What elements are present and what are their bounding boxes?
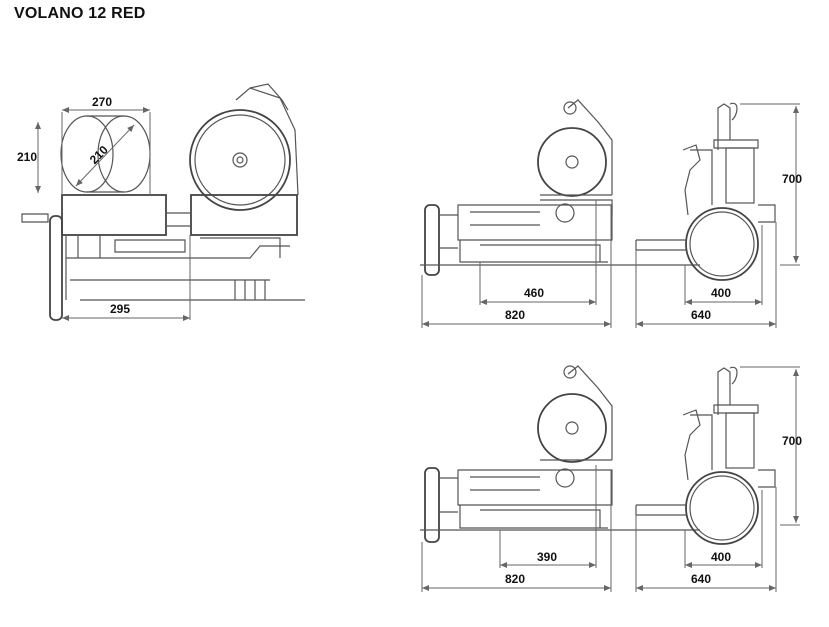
dim-front-b-700: 700: [782, 434, 802, 448]
carriage-block-left: [61, 194, 167, 236]
dim-product-depth: 295: [110, 302, 130, 316]
dim-front-a-640: 640: [691, 308, 711, 322]
dim-front-b-400: 400: [711, 550, 731, 564]
side-a-body: [424, 199, 613, 276]
dim-side-b-390: 390: [537, 550, 557, 564]
side-view-a: 460 820: [420, 99, 700, 328]
slicer-base: [65, 235, 305, 320]
dim-side-a-460: 460: [524, 286, 544, 300]
dim-product-diagonal: 210: [87, 143, 111, 167]
front-b-tower: [682, 366, 776, 488]
side-b-blade: [537, 365, 613, 463]
front-view-a: 400 640 700: [635, 102, 802, 328]
front-view-b: 400 640 700: [635, 366, 802, 592]
dim-front-a-700: 700: [782, 172, 802, 186]
front-a-tower: [682, 102, 776, 223]
front-b-flywheel: [685, 471, 759, 545]
dim-side-b-820: 820: [505, 572, 525, 586]
side-b-body: [424, 467, 613, 543]
crank-handle: [21, 213, 63, 321]
dim-front-b-640: 640: [691, 572, 711, 586]
dim-front-a-400: 400: [711, 286, 731, 300]
dim-product-height: 210: [17, 150, 37, 164]
side-a-blade: [537, 99, 613, 197]
side-view-b: 390 820: [420, 365, 700, 592]
capacity-view: 270 210 210 295: [17, 83, 305, 321]
front-a-flywheel: [685, 207, 759, 281]
slicer-blade: [189, 83, 299, 211]
dim-side-a-820: 820: [505, 308, 525, 322]
page-title: VOLANO 12 RED: [14, 5, 146, 22]
carriage-block-right: [190, 194, 298, 236]
dim-product-width: 270: [92, 95, 112, 109]
